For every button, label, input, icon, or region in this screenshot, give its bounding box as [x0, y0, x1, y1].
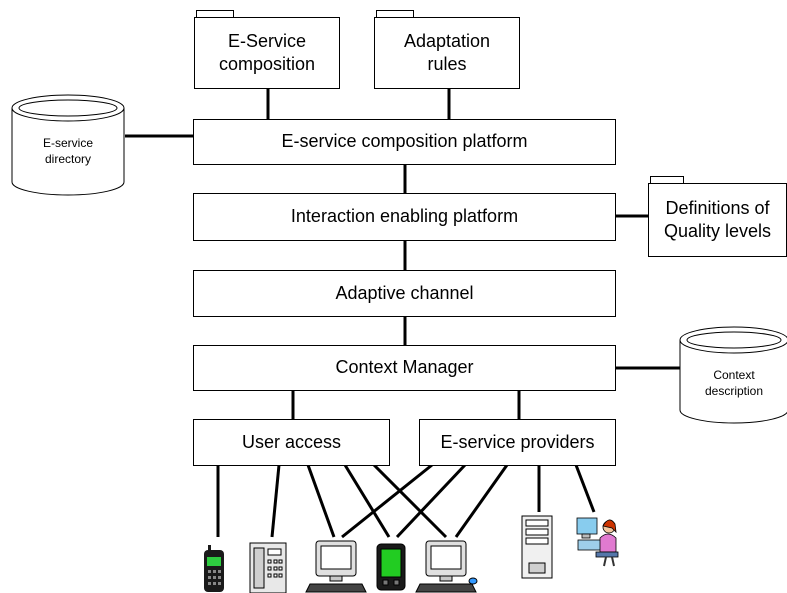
person-at-workstation-icon	[576, 517, 619, 567]
eservice-composition-platform: E-service composition platform	[193, 119, 616, 165]
desk-phone-icon	[249, 542, 287, 593]
link-useraccess-pc1	[306, 464, 336, 538]
interaction-enabling-platform: Interaction enabling platform	[193, 193, 616, 241]
adaptive-channel: Adaptive channel	[193, 270, 616, 317]
eservice-composition-folder-tab	[196, 10, 234, 18]
link-providers-pda	[395, 463, 467, 539]
link-useraccess-pda	[343, 464, 391, 538]
adaptation-rules-repository: Adaptation rules	[374, 17, 520, 89]
server-tower-icon	[521, 515, 553, 579]
mobile-phone-icon	[204, 545, 224, 592]
eservice-directory-label: E-service directory	[42, 136, 93, 166]
desktop-pc-icon	[415, 540, 478, 593]
user-access: User access	[193, 419, 390, 466]
quality-levels-repository: Definitions of Quality levels	[648, 183, 787, 257]
link-providers-pc1	[341, 463, 433, 539]
desktop-pc-icon	[305, 540, 367, 593]
pda-icon	[376, 543, 406, 591]
context-manager: Context Manager	[193, 345, 616, 391]
adaptation-rules-folder-tab	[376, 10, 414, 18]
link-deskphone	[270, 464, 281, 538]
quality-levels-folder-tab	[650, 176, 684, 184]
eservice-composition-repository: E-Service composition	[194, 17, 340, 89]
link-useraccess-pc2	[372, 463, 448, 539]
eservice-directory-cylinder	[11, 94, 125, 196]
link-person	[574, 464, 596, 513]
link-providers-pc2	[454, 464, 509, 538]
context-description-label: Context description	[704, 368, 764, 398]
eservice-providers: E-service providers	[419, 419, 616, 466]
context-description-cylinder	[679, 326, 787, 424]
